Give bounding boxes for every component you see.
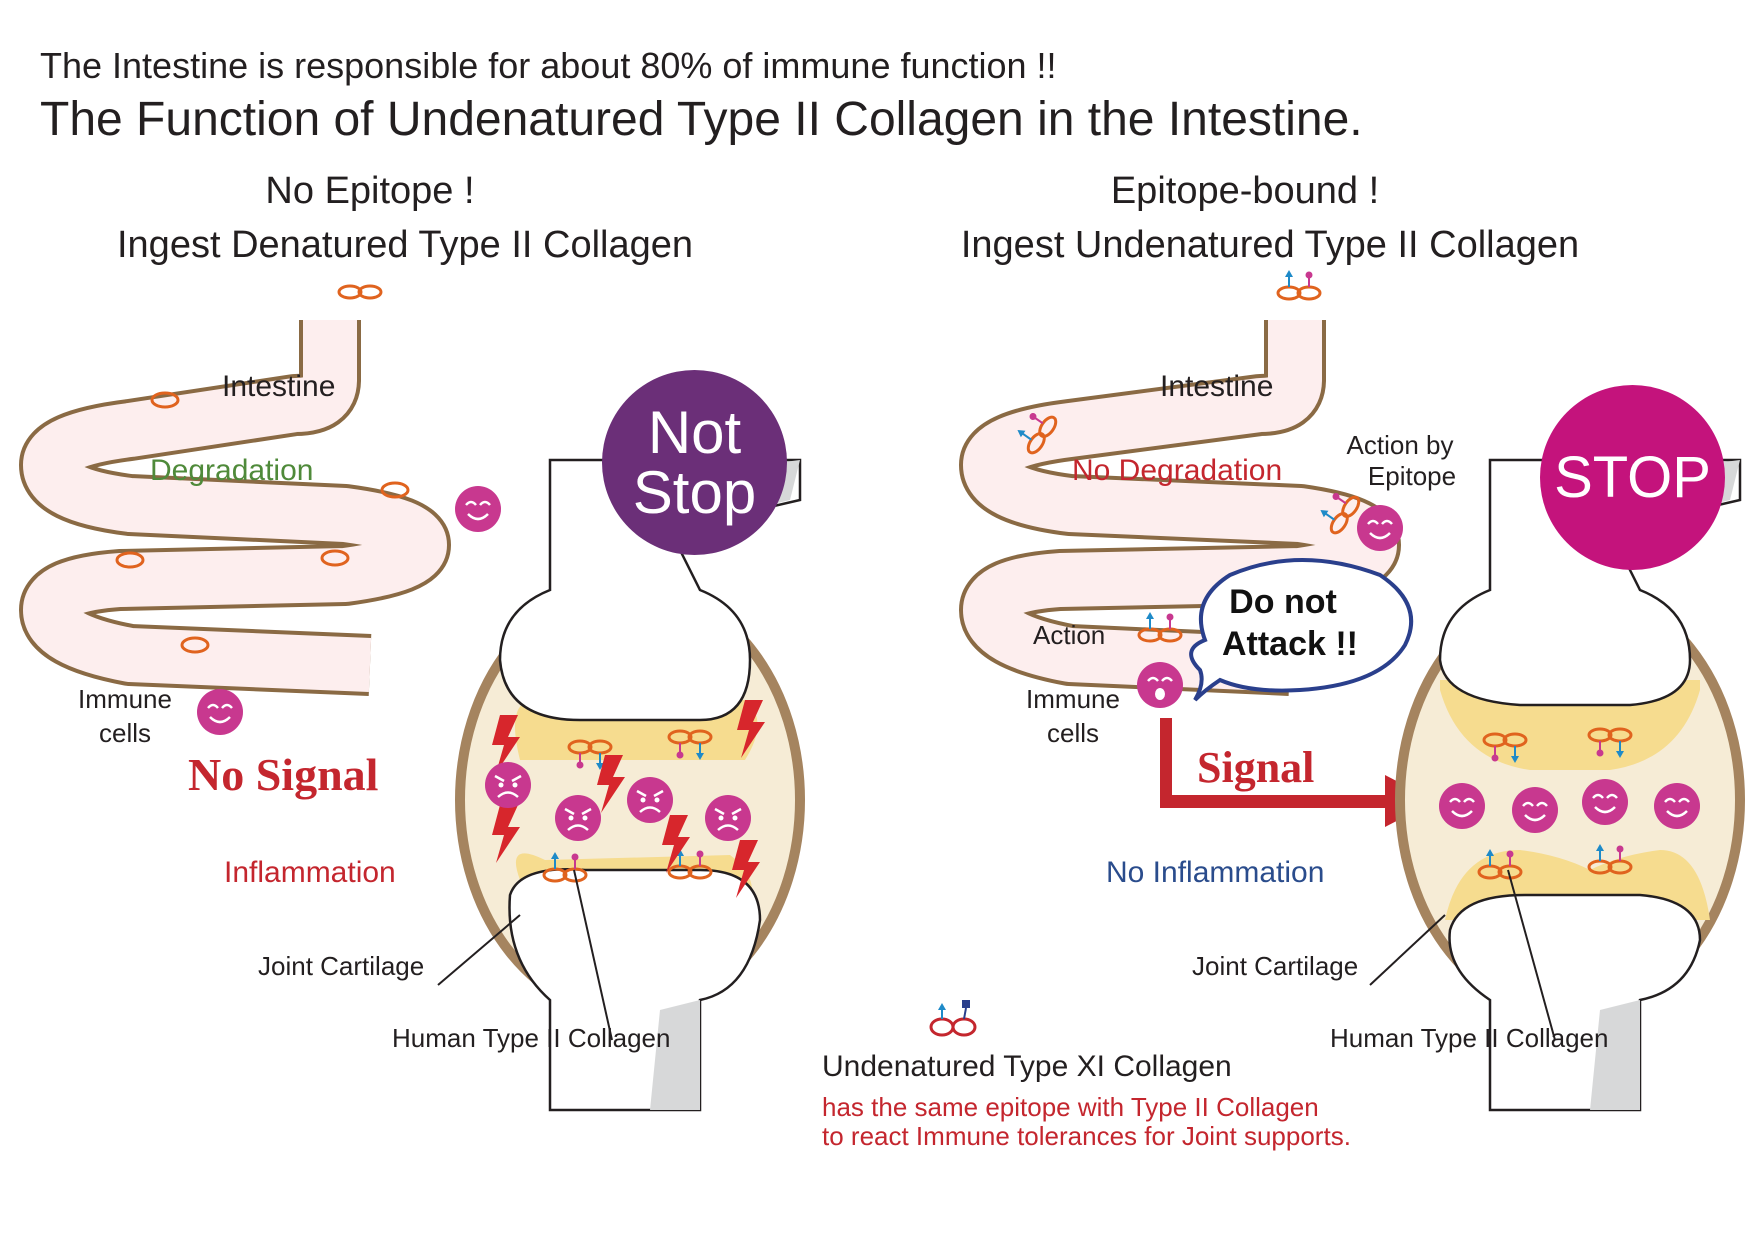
left-immune-label-1: Immune — [78, 684, 172, 714]
right-heading-1: Epitope-bound ! — [1110, 170, 1380, 212]
bubble-line-2: Attack !! — [1221, 625, 1359, 663]
right-intestine-label: Intestine — [1160, 370, 1274, 403]
inflammation-label: Inflammation — [224, 856, 396, 889]
left-human-collagen-label: Human Type II Collagen — [392, 1023, 671, 1053]
not-stop-sign: Not Stop — [602, 370, 787, 555]
right-joint-cartilage-label: Joint Cartilage — [1192, 951, 1359, 981]
stop-sign: STOP — [1540, 385, 1725, 570]
no-degradation-label: No Degradation — [1072, 454, 1283, 487]
not-stop-line1: Not — [647, 398, 742, 466]
left-immune-label-2: cells — [98, 718, 152, 748]
not-stop-line2: Stop — [632, 458, 757, 526]
right-immune-label-1: Immune — [1026, 684, 1120, 714]
header-subtitle: The Intestine is responsible for about 8… — [40, 45, 1057, 86]
immune-cell-left-2 — [195, 687, 245, 737]
joint-right — [1369, 458, 1745, 1112]
left-joint-cartilage-label: Joint Cartilage — [258, 951, 425, 981]
immune-cell-talking — [1137, 662, 1183, 708]
action-by-label-1: Action by — [1346, 430, 1454, 460]
left-intestine-label: Intestine — [222, 370, 336, 403]
signal-label: Signal — [1197, 743, 1315, 792]
intestine-left — [19, 320, 451, 696]
speech-bubble — [1189, 558, 1414, 702]
signal-arrow — [1160, 718, 1435, 827]
legend-name: Undenatured Type XI Collagen — [822, 1050, 1232, 1083]
legend-collagen-icon — [929, 1000, 977, 1037]
legend-desc-1: has the same epitope with Type II Collag… — [822, 1092, 1319, 1122]
left-heading-2: Ingest Denatured Type II Collagen — [116, 224, 694, 266]
joint-left — [437, 458, 805, 1112]
degradation-label: Degradation — [150, 454, 314, 487]
no-signal-label: No Signal — [188, 749, 379, 800]
page-title: The Function of Undenatured Type II Coll… — [40, 93, 1363, 146]
no-inflammation-label: No Inflammation — [1106, 856, 1325, 889]
right-human-collagen-label: Human Type II Collagen — [1330, 1023, 1609, 1053]
left-heading-1: No Epitope ! — [265, 170, 475, 212]
action-label: Action — [1033, 620, 1106, 650]
right-immune-label-2: cells — [1046, 718, 1100, 748]
immune-cell-left-1 — [453, 484, 503, 534]
right-heading-2: Ingest Undenatured Type II Collagen — [960, 224, 1580, 266]
action-by-label-2: Epitope — [1367, 461, 1457, 491]
immune-cell-right-1 — [1355, 503, 1405, 553]
legend-desc-2: to react Immune tolerances for Joint sup… — [822, 1121, 1351, 1151]
bubble-line-1: Do not — [1229, 583, 1337, 621]
